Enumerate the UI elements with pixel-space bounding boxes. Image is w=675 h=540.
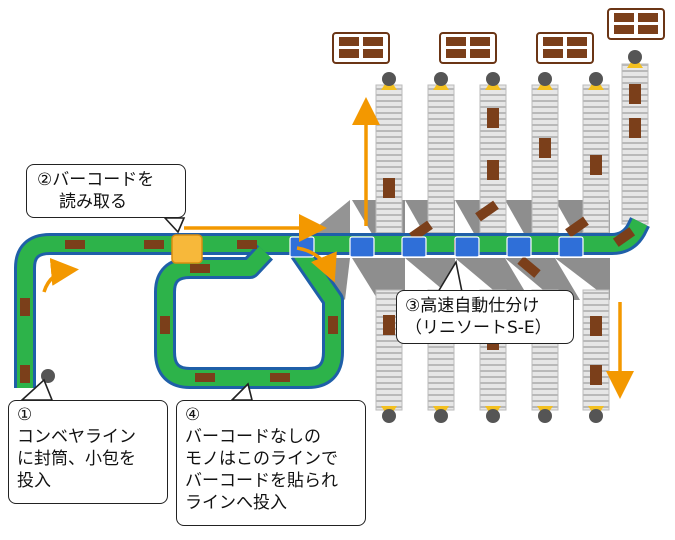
box-stack-icon: [332, 8, 665, 64]
sorter-units: [289, 236, 584, 258]
callout-input: ① コンベヤライン に封筒、小包を 投入: [8, 400, 168, 504]
flow-arrow-icon: [42, 97, 634, 399]
callout-barcode-read: ②バーコードを 読み取る: [26, 164, 186, 218]
callout-no-barcode: ④ バーコードなしの モノはこのラインで バーコードを貼られ ラインへ投入: [176, 400, 366, 526]
barcode-scanner: [171, 234, 203, 264]
callout-pointers: [19, 217, 463, 401]
callout-sorter: ③高速自動仕分け （リニソートS-E）: [396, 290, 574, 344]
pulley-icon: [41, 50, 643, 423]
conveyor-parcels: [20, 200, 636, 383]
